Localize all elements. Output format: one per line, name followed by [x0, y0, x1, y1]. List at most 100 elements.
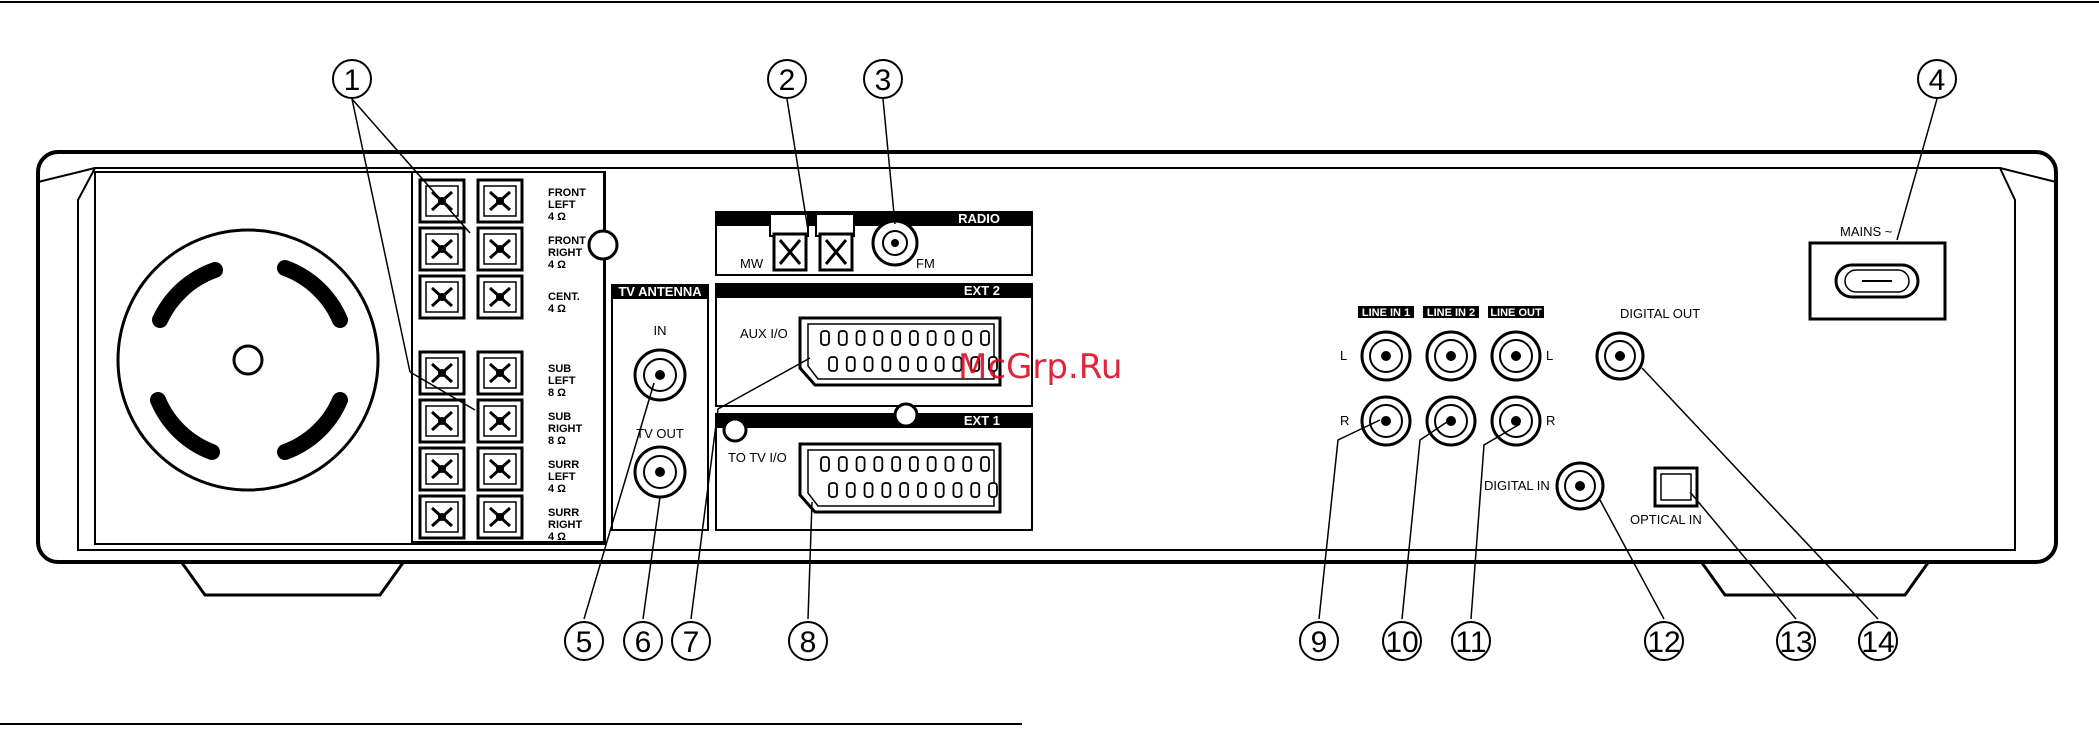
scart-pin [936, 483, 944, 497]
speaker-terminal-surr-left-plus[interactable] [478, 448, 522, 490]
svg-text:4 Ω: 4 Ω [548, 303, 566, 315]
speaker-terminal-cent-plus[interactable] [478, 276, 522, 318]
speaker-terminal-surr-right-minus[interactable] [420, 496, 464, 538]
svg-text:8 Ω: 8 Ω [548, 387, 566, 399]
scart-pin [900, 483, 908, 497]
digital-out-jack[interactable] [1597, 333, 1643, 379]
line-out-right-jack[interactable] [1492, 397, 1540, 445]
speaker-terminal-front-left-plus[interactable] [478, 180, 522, 222]
line-in-1-right-jack[interactable] [1362, 397, 1410, 445]
speaker-terminal-surr-right-plus[interactable] [478, 496, 522, 538]
svg-text:SUB: SUB [548, 411, 571, 423]
svg-text:4 Ω: 4 Ω [548, 483, 566, 495]
callout-4: 4 [1918, 60, 1956, 98]
scart-pin [892, 331, 900, 345]
line-in-1-left-jack[interactable] [1362, 332, 1410, 380]
digital-in-label: DIGITAL IN [1484, 478, 1550, 493]
scart-pin [910, 331, 918, 345]
antenna-in-label: IN [654, 323, 667, 338]
fm-label: FM [916, 256, 935, 271]
foot-left [180, 560, 405, 595]
scart-pin [874, 457, 882, 471]
svg-text:5: 5 [576, 626, 593, 659]
scart-pin [928, 457, 936, 471]
scart-pin [936, 357, 944, 371]
right-label-b: R [1546, 413, 1555, 428]
scart-pin [829, 357, 837, 371]
svg-text:LEFT: LEFT [548, 471, 576, 483]
svg-text:FRONT: FRONT [548, 235, 586, 247]
svg-text:4: 4 [1929, 64, 1946, 97]
tv-out-jack[interactable] [635, 447, 685, 497]
scart-pin [963, 331, 971, 345]
scart-pin [882, 357, 890, 371]
to-tv-io-label: TO TV I/O [728, 450, 787, 465]
line-out-label: LINE OUT [1490, 307, 1542, 319]
scart-pin [839, 457, 847, 471]
callout-11: 11 [1452, 622, 1490, 660]
left-label-b: L [1546, 348, 1553, 363]
speaker-terminal-sub-right-minus[interactable] [420, 400, 464, 442]
mains-socket[interactable] [1810, 243, 1945, 319]
speaker-terminal-sub-left-plus[interactable] [478, 352, 522, 394]
svg-text:LEFT: LEFT [548, 199, 576, 211]
speaker-terminal-front-right-minus[interactable] [420, 228, 464, 270]
scart-pin [829, 483, 837, 497]
speaker-terminal-sub-right-plus[interactable] [478, 400, 522, 442]
scart-pin [971, 483, 979, 497]
callout-8: 8 [789, 622, 827, 660]
tv-antenna-header: TV ANTENNA [618, 284, 702, 299]
svg-text:3: 3 [875, 64, 892, 97]
line-in-1-label: LINE IN 1 [1362, 307, 1410, 319]
scart-pin [865, 357, 873, 371]
scart-pin [900, 357, 908, 371]
optical-in-port[interactable] [1655, 468, 1697, 506]
line-out-left-jack[interactable] [1492, 332, 1540, 380]
radio-header: RADIO [958, 211, 1000, 226]
svg-text:1: 1 [344, 64, 361, 97]
svg-text:RIGHT: RIGHT [548, 247, 583, 259]
antenna-in-jack[interactable] [635, 350, 685, 400]
scart-pin [839, 331, 847, 345]
callout-9: 9 [1300, 622, 1338, 660]
scart-pin [981, 331, 989, 345]
right-label-a: R [1340, 413, 1349, 428]
speaker-terminal-surr-left-minus[interactable] [420, 448, 464, 490]
line-in-2-right-jack[interactable] [1427, 397, 1475, 445]
svg-text:RIGHT: RIGHT [548, 423, 583, 435]
svg-text:4 Ω: 4 Ω [548, 531, 566, 543]
svg-text:14: 14 [1861, 626, 1894, 659]
line-in-2-left-jack[interactable] [1427, 332, 1475, 380]
callout-2: 2 [768, 60, 806, 98]
digital-out-label: DIGITAL OUT [1620, 306, 1700, 321]
svg-text:4 Ω: 4 Ω [548, 259, 566, 271]
svg-text:10: 10 [1385, 626, 1418, 659]
svg-text:SURR: SURR [548, 507, 579, 519]
scart-pin [821, 331, 829, 345]
svg-text:6: 6 [635, 626, 652, 659]
scart-pin [963, 457, 971, 471]
mw-label: MW [740, 256, 764, 271]
scart-pin [989, 483, 997, 497]
callout-10: 10 [1383, 622, 1421, 660]
ext2-header: EXT 2 [964, 283, 1000, 298]
scart-pin [910, 457, 918, 471]
digital-in-jack[interactable] [1557, 463, 1603, 509]
scart-pin [874, 331, 882, 345]
callout-13: 13 [1777, 622, 1815, 660]
ext1-scart-connector[interactable] [800, 444, 1000, 512]
fm-antenna-jack[interactable] [873, 221, 917, 265]
callout-5: 5 [565, 622, 603, 660]
scart-pin [918, 483, 926, 497]
speaker-terminal-sub-left-minus[interactable] [420, 352, 464, 394]
scart-pin [865, 483, 873, 497]
svg-text:CENT.: CENT. [548, 291, 580, 303]
callout-1: 1 [333, 60, 371, 98]
scart-pin [882, 483, 890, 497]
speaker-terminal-front-right-plus[interactable] [478, 228, 522, 270]
svg-text:SUB: SUB [548, 363, 571, 375]
scart-pin [857, 457, 865, 471]
left-label-a: L [1340, 348, 1347, 363]
speaker-terminal-cent-minus[interactable] [420, 276, 464, 318]
callout-12: 12 [1645, 622, 1683, 660]
